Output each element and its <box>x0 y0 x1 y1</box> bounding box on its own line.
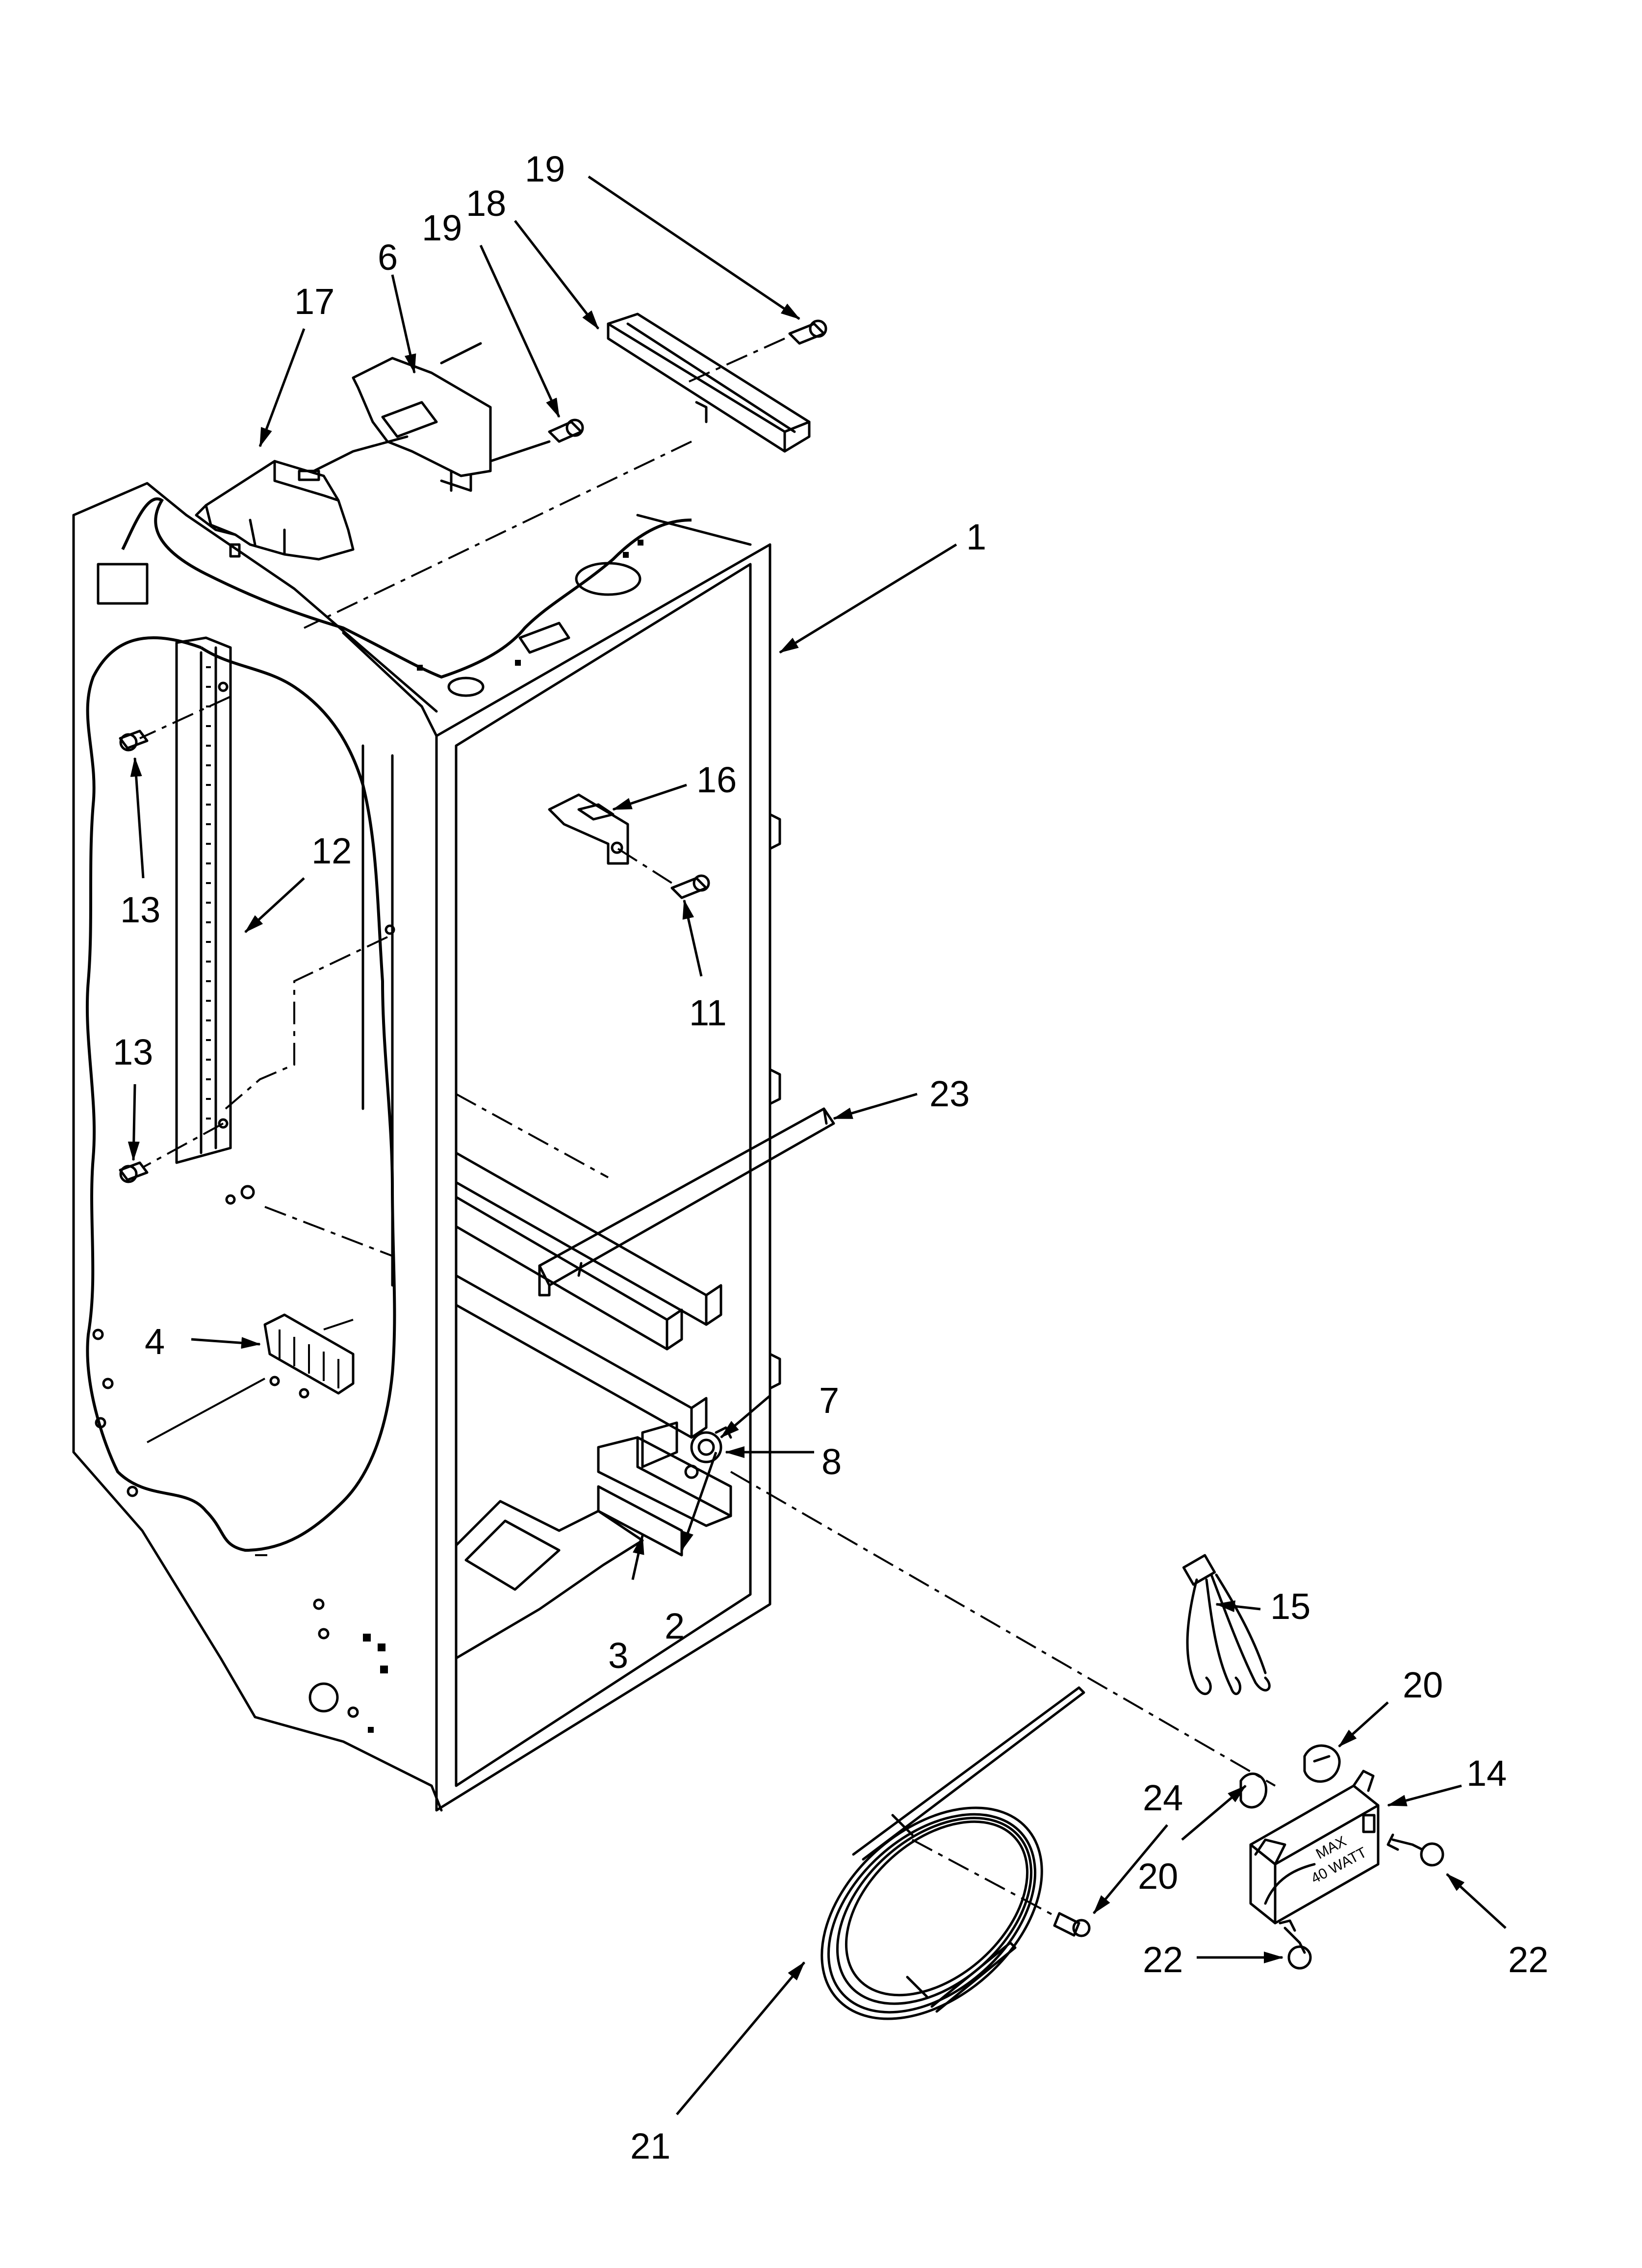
leader-arrows <box>128 175 1507 2115</box>
cabinet-liner <box>72 482 781 1812</box>
callout-13-lower: 13 <box>113 1032 153 1072</box>
push-pin-right-part <box>1386 1833 1444 1867</box>
callout-2: 2 <box>665 1606 685 1646</box>
bracket-16-part <box>548 793 629 865</box>
callout-1: 1 <box>966 517 986 557</box>
bracket-screw-part <box>548 418 584 443</box>
callout-23: 23 <box>929 1073 970 1114</box>
callout-3: 3 <box>608 1635 628 1676</box>
assembly-line-top <box>304 441 692 629</box>
callout-22-right: 22 <box>1508 1939 1548 1980</box>
callout-8: 8 <box>821 1441 842 1482</box>
callout-20-lower: 20 <box>1138 1856 1178 1897</box>
callout-18: 18 <box>466 183 506 224</box>
wire-clip-upper-part <box>1303 1744 1341 1783</box>
callout-6: 6 <box>378 237 398 278</box>
callout-17: 17 <box>294 281 334 322</box>
control-bracket-part <box>312 342 551 492</box>
channel-screw-part <box>686 319 827 384</box>
assembly-line-light <box>730 1471 1276 1787</box>
light-socket-part: MAX 40 WATT <box>1249 1770 1380 1925</box>
callout-15: 15 <box>1270 1586 1310 1627</box>
assembly-line-23 <box>456 1093 609 1178</box>
callout-13-upper: 13 <box>120 889 160 930</box>
callout-4: 4 <box>145 1321 165 1362</box>
shelf-bracket-23-part <box>538 1107 835 1297</box>
rear-channel-part <box>607 313 811 453</box>
callout-12: 12 <box>311 831 352 871</box>
ladder-screw-upper <box>119 730 149 752</box>
vent-line <box>147 1378 265 1443</box>
callout-20-upper: 20 <box>1403 1665 1443 1705</box>
callout-24: 24 <box>1143 1777 1183 1818</box>
ladder-screw-lower <box>119 1161 149 1183</box>
callout-19-right: 19 <box>525 149 565 189</box>
shelf-ladder-part <box>139 636 388 1169</box>
push-pin-lower-part <box>1279 1919 1312 1970</box>
light-bracket-part <box>597 1421 732 1527</box>
vent-grille-part <box>263 1313 355 1399</box>
coiled-tubing-part <box>821 1686 1085 2020</box>
callout-11: 11 <box>689 992 727 1033</box>
control-housing-part <box>195 460 355 561</box>
callout-7: 7 <box>819 1380 839 1421</box>
callout-labels: 1 2 3 4 6 7 8 11 12 13 13 14 15 16 17 18… <box>113 149 1548 2166</box>
tube-clip-screw-part <box>912 1839 1091 1937</box>
light-shield-part <box>597 1485 683 1557</box>
callout-21: 21 <box>630 2126 670 2166</box>
callout-14: 14 <box>1466 1753 1507 1794</box>
screw-11-part <box>617 848 710 899</box>
wire-clip-lower-part <box>1239 1773 1267 1809</box>
callout-19-left: 19 <box>422 208 462 248</box>
vent-line-top <box>323 1319 354 1330</box>
callout-16: 16 <box>696 759 737 800</box>
callout-22-lower: 22 <box>1143 1939 1183 1980</box>
wire-harness-part <box>1182 1554 1271 1695</box>
assembly-line-23b <box>264 1206 393 1257</box>
